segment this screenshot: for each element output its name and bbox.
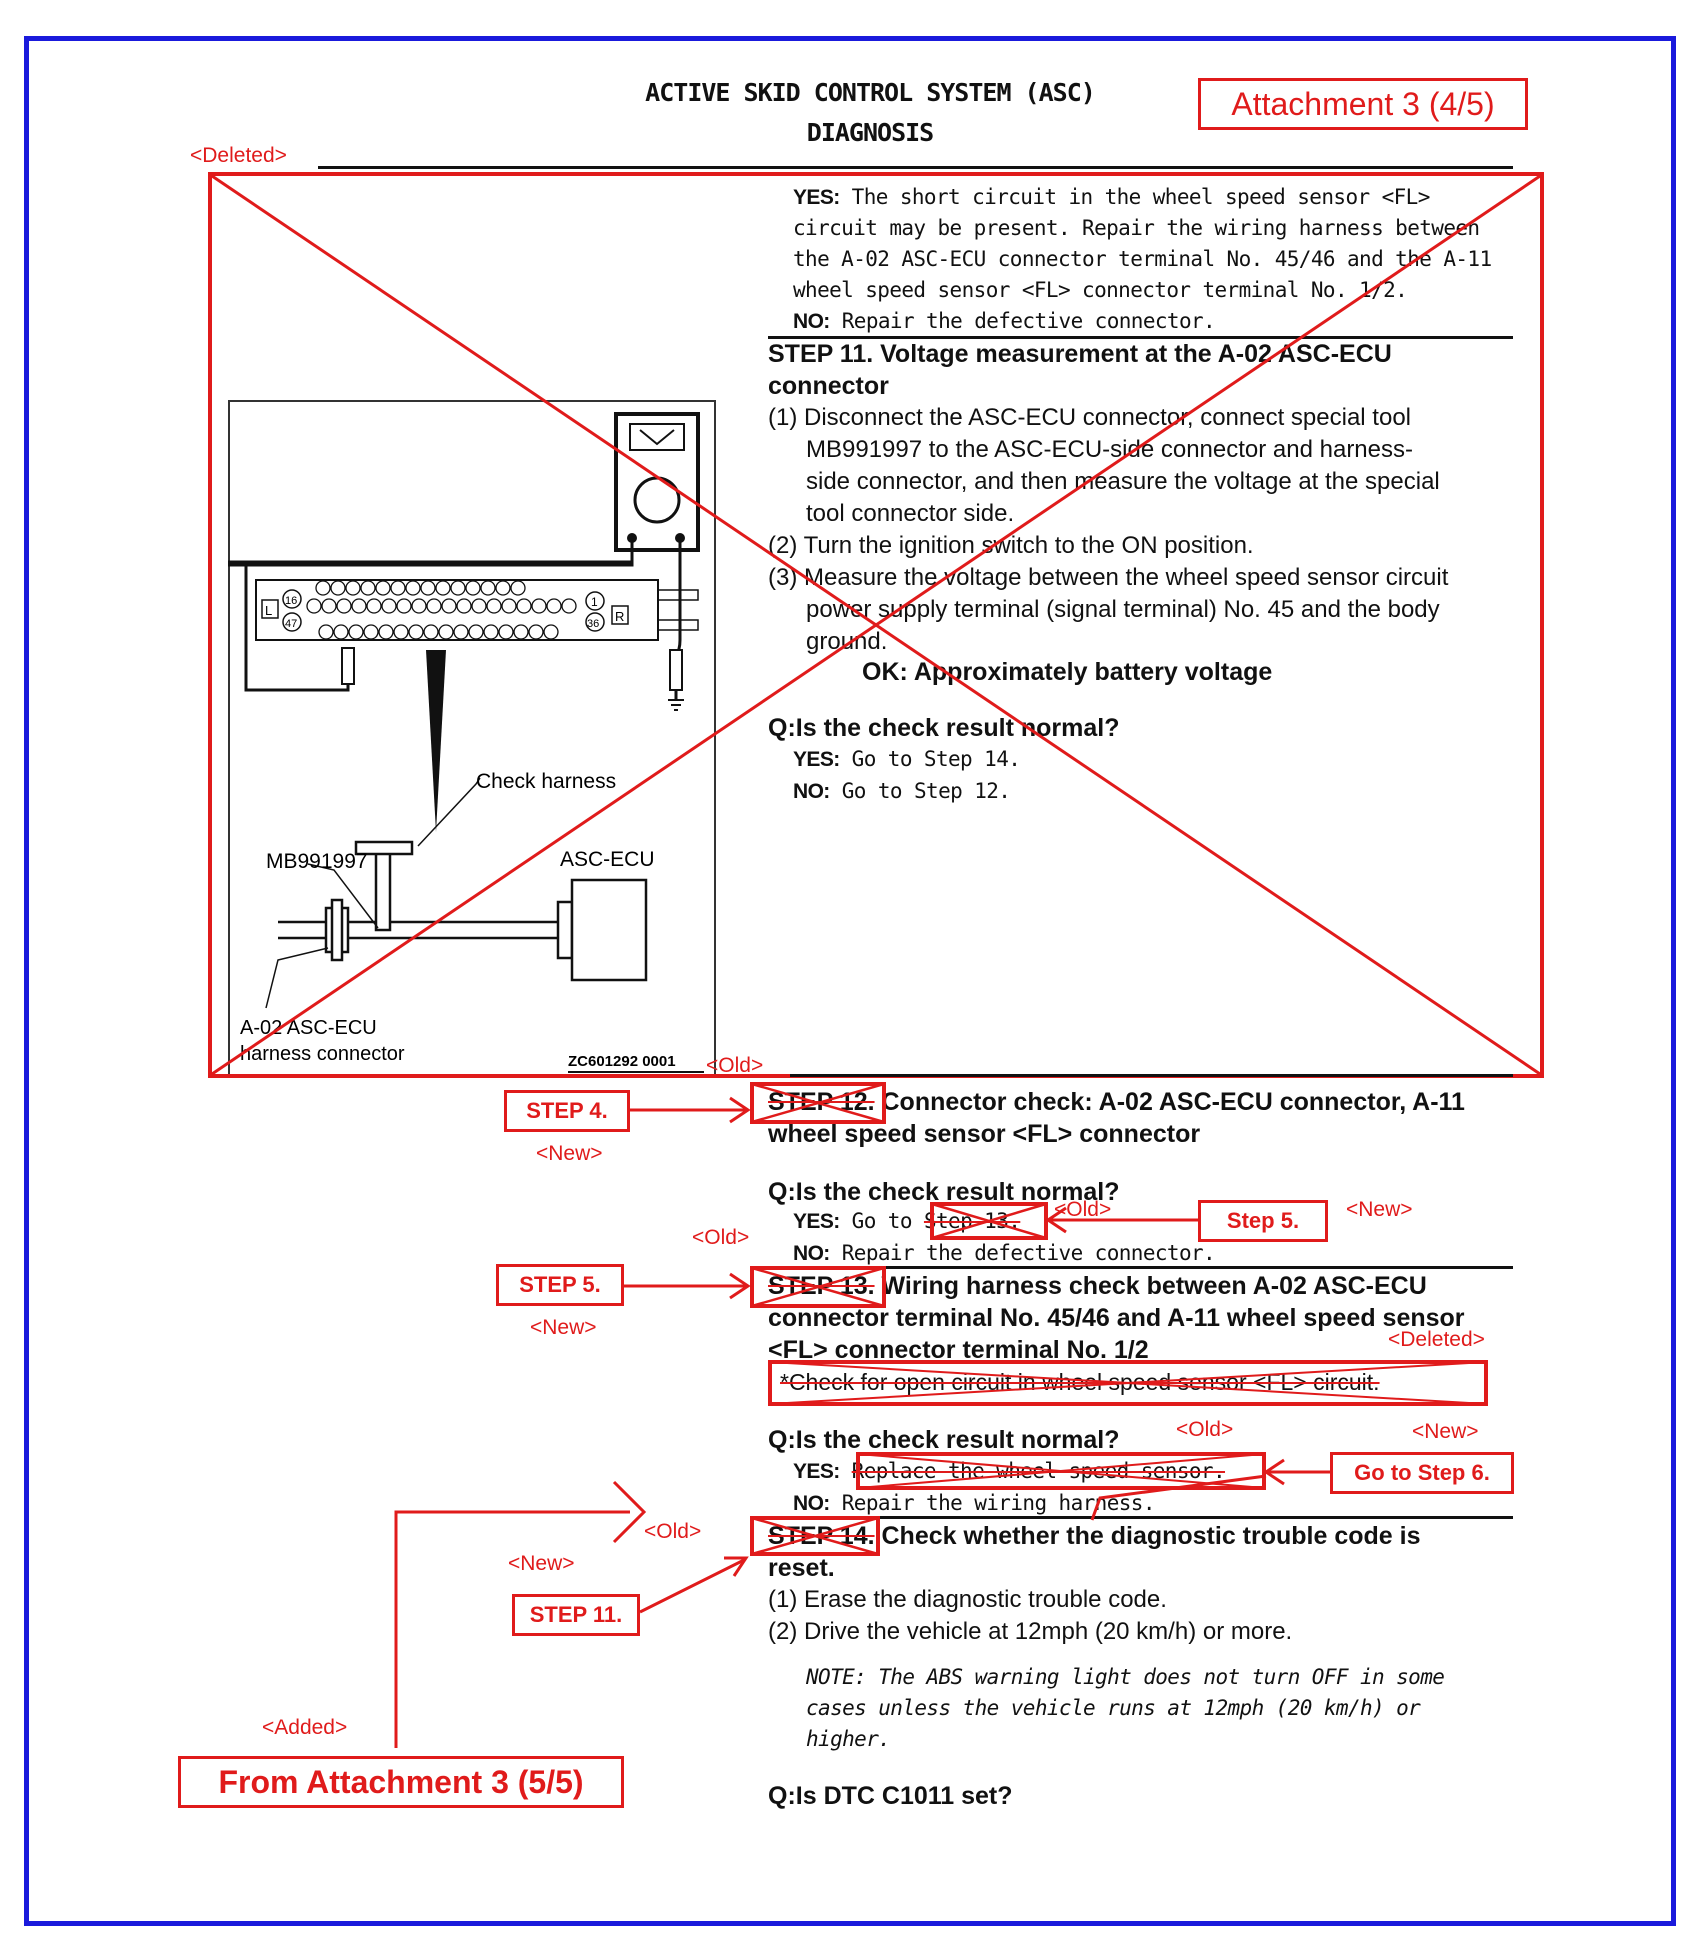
deleted-yes-line1: YES: The short circuit in the wheel spee…	[793, 185, 1430, 209]
step14-note-line1: NOTE: The ABS warning light does not tur…	[806, 1665, 1445, 1689]
step11-new-label: STEP 11.	[512, 1594, 640, 1636]
step14-note-line2: cases unless the vehicle runs at 12mph (…	[806, 1696, 1421, 1720]
new-tag-yes13: <New>	[1412, 1420, 1479, 1443]
rule-before-step14	[768, 1516, 1513, 1519]
deleted-no-line: NO: Repair the defective connector.	[793, 309, 1216, 333]
svg-text:1: 1	[591, 595, 598, 609]
old-tag-illus: <Old>	[706, 1054, 764, 1077]
svg-text:36: 36	[587, 618, 599, 630]
old-tag-step14: <Old>	[644, 1520, 702, 1543]
old-tag-step13: <Old>	[692, 1226, 750, 1249]
step12-title-line1: STEP 12. Connector check: A-02 ASC-ECU c…	[768, 1088, 1465, 1116]
step13-title-line3: <FL> connector terminal No. 1/2	[768, 1336, 1149, 1364]
svg-text:L: L	[265, 603, 272, 618]
deleted-yes-line4: wheel speed sensor <FL> connector termin…	[793, 278, 1408, 302]
step11-question: Q:Is the check result normal?	[768, 714, 1120, 742]
connector-leader	[265, 947, 329, 1009]
step13-no: NO: Repair the wiring harness.	[793, 1491, 1155, 1515]
harness-assembly	[278, 840, 648, 982]
page-border	[24, 36, 1676, 1926]
step11-item-1: (1) Disconnect the ASC-ECU connector, co…	[768, 404, 1411, 431]
step11-item-1b: MB991997 to the ASC-ECU-side connector a…	[806, 436, 1413, 463]
check-harness-label: Check harness	[476, 770, 616, 793]
connector-label-line2: harness connector	[240, 1043, 405, 1065]
svg-text:16: 16	[285, 595, 297, 607]
step11-yes: YES: Go to Step 14.	[793, 747, 1021, 771]
step11-title-line1: STEP 11. Voltage measurement at the A-02…	[768, 340, 1392, 368]
step12-old-box	[750, 1082, 886, 1124]
tool-label: MB991997	[266, 850, 368, 873]
deleted-yes-line3: the A-02 ASC-ECU connector terminal No. …	[793, 247, 1492, 271]
step11-item-1c: side connector, and then measure the vol…	[806, 468, 1440, 495]
new-tag-step11: <New>	[508, 1552, 575, 1575]
deleted-tag-check: <Deleted>	[1388, 1328, 1485, 1351]
attachment-label: Attachment 3 (4/5)	[1198, 78, 1528, 130]
step14-item-2: (2) Drive the vehicle at 12mph (20 km/h)…	[768, 1618, 1293, 1645]
tool-leader	[307, 863, 379, 929]
step13-question: Q:Is the check result normal?	[768, 1426, 1120, 1454]
deleted-tag-top: <Deleted>	[190, 144, 287, 167]
step13-check-deleted-box	[768, 1360, 1488, 1406]
step4-new-label: STEP 4.	[504, 1090, 630, 1132]
step14-note-line3: higher.	[806, 1727, 891, 1751]
step5-yes-new-label: Step 5.	[1198, 1200, 1328, 1242]
ecu-connector-pins: L 16 47 1 36 R	[255, 579, 699, 641]
step11-item-1d: tool connector side.	[806, 500, 1015, 527]
document-subtitle: DIAGNOSIS	[806, 118, 934, 147]
step11-title-line2: connector	[768, 372, 889, 400]
added-tag: <Added>	[262, 1716, 348, 1739]
svg-text:47: 47	[285, 618, 297, 630]
check-harness-leader	[417, 777, 481, 847]
rule-before-step11	[768, 336, 1513, 339]
step11-item-2: (2) Turn the ignition switch to the ON p…	[768, 532, 1254, 559]
step12-question: Q:Is the check result normal?	[768, 1178, 1120, 1206]
step11-item-3c: ground.	[806, 628, 888, 655]
step13-title-line2: connector terminal No. 45/46 and A-11 wh…	[768, 1304, 1465, 1332]
old-tag-step12-yes: <Old>	[1054, 1198, 1112, 1221]
step14-title-line2: reset.	[768, 1554, 835, 1582]
step11-item-3: (3) Measure the voltage between the whee…	[768, 564, 1449, 591]
step12-no: NO: Repair the defective connector.	[793, 1241, 1216, 1265]
svg-text:R: R	[615, 609, 624, 624]
step14-old-box	[750, 1516, 880, 1556]
document-title: ACTIVE SKID CONTROL SYSTEM (ASC)	[645, 78, 1096, 107]
step11-no: NO: Go to Step 12.	[793, 779, 1011, 803]
step12-title-line2: wheel speed sensor <FL> connector	[768, 1120, 1201, 1148]
rule-before-step12	[790, 1074, 1513, 1077]
connector-illustration: L 16 47 1 36 R Check harness MB991997 AS…	[228, 400, 716, 1078]
go-step6-new-label: Go to Step 6.	[1330, 1452, 1514, 1494]
rule-before-step13	[768, 1266, 1513, 1269]
step13-old-box	[750, 1266, 886, 1308]
ecu-label: ASC-ECU	[560, 848, 655, 871]
multimeter-icon	[614, 412, 700, 552]
step5-new-label: STEP 5.	[496, 1264, 624, 1306]
new-tag-step12-yes: <New>	[1346, 1198, 1413, 1221]
step13-yes-old-box	[856, 1452, 1266, 1490]
step12-yes-old-box	[930, 1202, 1048, 1240]
header-rule	[318, 166, 1513, 169]
step12-yes: YES: Go to Step 13.	[793, 1209, 1021, 1233]
new-tag-step4: <New>	[536, 1142, 603, 1165]
new-tag-step5: <New>	[530, 1316, 597, 1339]
step14-item-1: (1) Erase the diagnostic trouble code.	[768, 1586, 1167, 1613]
from-attachment-label: From Attachment 3 (5/5)	[178, 1756, 624, 1808]
figure-code: ZC601292 0001	[568, 1053, 676, 1070]
step14-question: Q:Is DTC C1011 set?	[768, 1782, 1013, 1810]
deleted-yes-line2: circuit may be present. Repair the wirin…	[793, 216, 1480, 240]
old-tag-yes13: <Old>	[1176, 1418, 1234, 1441]
